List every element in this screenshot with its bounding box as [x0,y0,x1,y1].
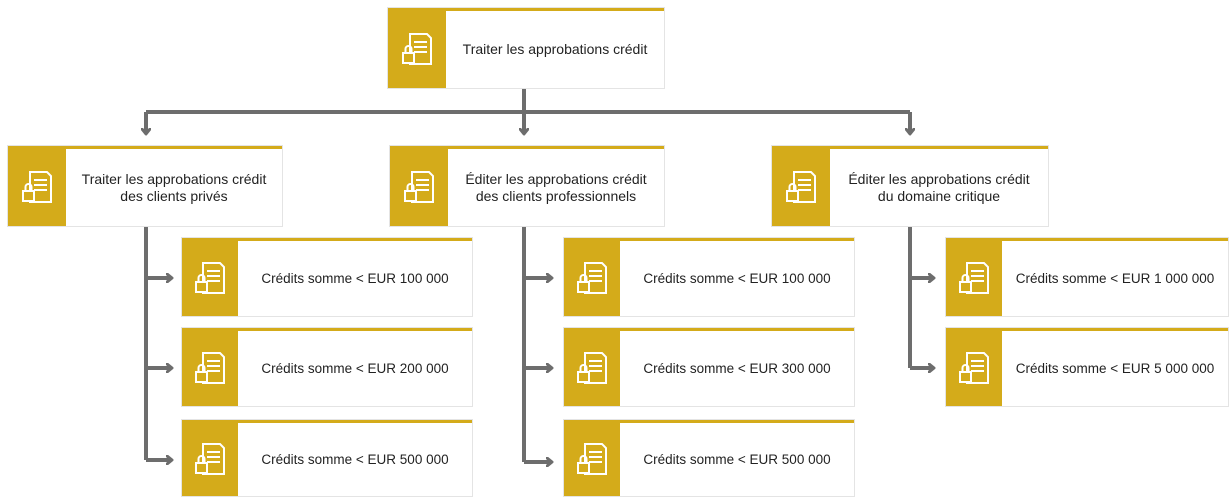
approval-document-lock-icon [772,149,830,226]
leaf-node[interactable]: Crédits somme < EUR 500 000 [564,420,854,496]
leaf-label: Crédits somme < EUR 100 000 [643,271,831,286]
leaf-node[interactable]: Crédits somme < EUR 100 000 [564,238,854,316]
leaf-node[interactable]: Crédits somme < EUR 1 000 000 [946,238,1228,316]
approval-document-lock-icon [8,149,66,226]
branch-node-2[interactable]: Éditer les approbations crédit des clien… [390,146,664,226]
approval-document-lock-icon [564,423,620,496]
root-node[interactable]: Traiter les approbations crédit [388,8,664,88]
approval-document-lock-icon [946,331,1002,406]
approval-document-lock-icon [182,331,238,406]
branch-label: Éditer les approbations crédit des clien… [465,170,647,204]
branch-node-3[interactable]: Éditer les approbations crédit du domain… [772,146,1048,226]
branch-node-1[interactable]: Traiter les approbations crédit des clie… [8,146,282,226]
approval-document-lock-icon [564,331,620,406]
leaf-label: Crédits somme < EUR 200 000 [261,361,449,376]
leaf-label: Crédits somme < EUR 300 000 [643,361,831,376]
approval-document-lock-icon [182,241,238,316]
leaf-label: Crédits somme < EUR 1 000 000 [1015,271,1215,286]
approval-document-lock-icon [946,241,1002,316]
approval-document-lock-icon [564,241,620,316]
leaf-node[interactable]: Crédits somme < EUR 300 000 [564,328,854,406]
root-label: Traiter les approbations crédit [462,41,648,57]
leaf-node[interactable]: Crédits somme < EUR 5 000 000 [946,328,1228,406]
approval-document-lock-icon [390,149,448,226]
leaf-label: Crédits somme < EUR 100 000 [261,271,449,286]
leaf-node[interactable]: Crédits somme < EUR 100 000 [182,238,472,316]
approval-document-lock-icon [182,423,238,496]
branch-label: Traiter les approbations crédit des clie… [81,170,267,204]
leaf-node[interactable]: Crédits somme < EUR 500 000 [182,420,472,496]
branch-label: Éditer les approbations crédit du domain… [848,170,1030,204]
leaf-label: Crédits somme < EUR 500 000 [643,452,831,467]
leaf-label: Crédits somme < EUR 500 000 [261,452,449,467]
leaf-label: Crédits somme < EUR 5 000 000 [1015,361,1215,376]
leaf-node[interactable]: Crédits somme < EUR 200 000 [182,328,472,406]
approval-document-lock-icon [388,11,446,88]
